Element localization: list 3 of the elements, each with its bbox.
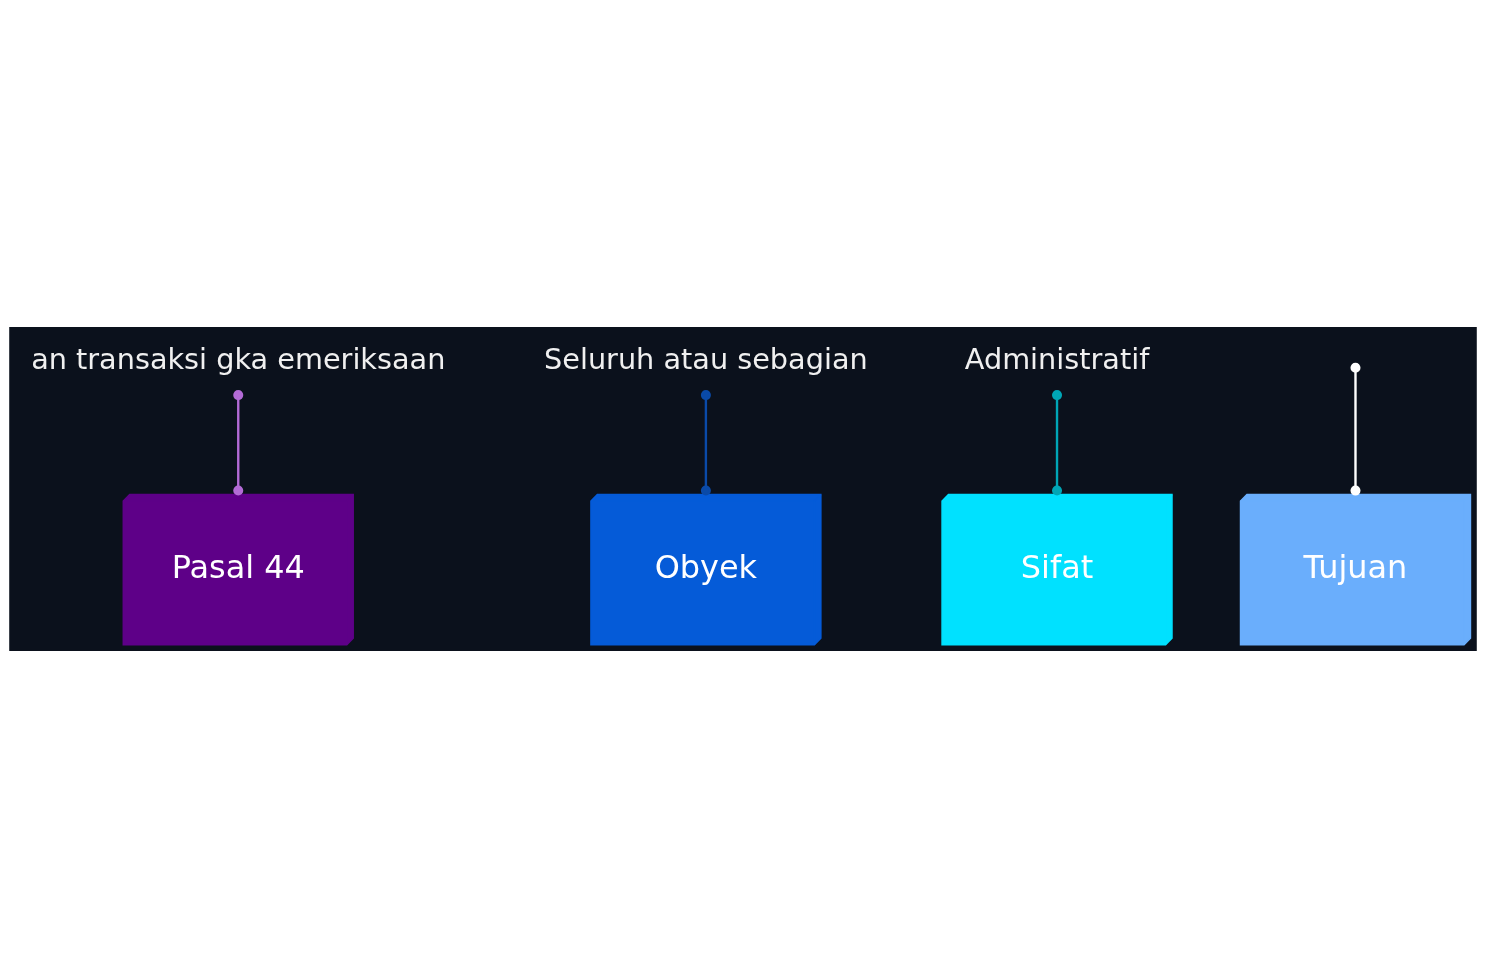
node-text: an transaksi gka emeriksaan: [31, 342, 446, 377]
node-text: Administratif: [964, 342, 1150, 377]
node-text: Seluruh atau sebagian: [544, 342, 868, 377]
